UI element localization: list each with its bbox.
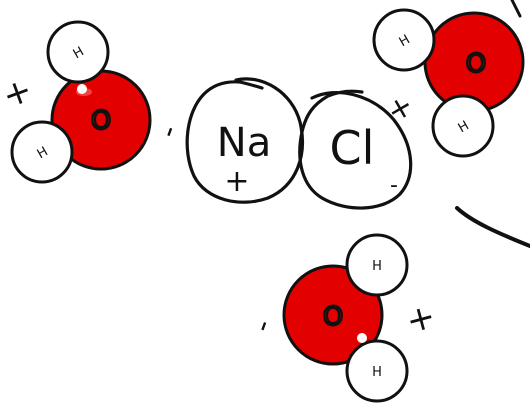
hydrogen-label: H (372, 365, 382, 380)
sodium-ion: Na + (185, 77, 305, 204)
charge-sign: + (0, 69, 38, 116)
chloride-ion-outline (298, 89, 413, 210)
chloride-charge: - (390, 173, 398, 198)
water-molecule-bottom: O H H - + (244, 233, 440, 403)
hydrogen-atom (345, 339, 409, 403)
hydrogen-label: H (372, 259, 382, 274)
ink-stroke (510, 0, 522, 18)
oxygen-label: O (91, 106, 111, 136)
chloride-symbol: Cl (330, 121, 375, 175)
hydrogen-atom (345, 233, 409, 297)
sodium-symbol: Na (217, 120, 271, 166)
water-molecule-left: O H H + - (0, 20, 187, 184)
charge-sign: - (150, 120, 187, 142)
sodium-ion-outline (185, 77, 305, 204)
hydrogen-atom (10, 120, 74, 184)
oxygen-label: O (466, 49, 486, 79)
hydrogen-atom (431, 94, 495, 158)
chloride-ion: Cl - (298, 89, 413, 210)
hydrogen-atom (372, 8, 436, 72)
water-molecule-top-right: O H H + (372, 8, 525, 158)
sodium-charge: + (224, 164, 249, 199)
ink-stroke (455, 206, 530, 248)
hydrogen-atom (46, 20, 110, 84)
bond-dot (77, 84, 87, 94)
oxygen-label: O (323, 302, 343, 332)
charge-sign: + (402, 296, 440, 342)
bond-dot (357, 333, 367, 343)
charge-sign: + (381, 87, 420, 130)
charge-sign: - (244, 315, 281, 337)
